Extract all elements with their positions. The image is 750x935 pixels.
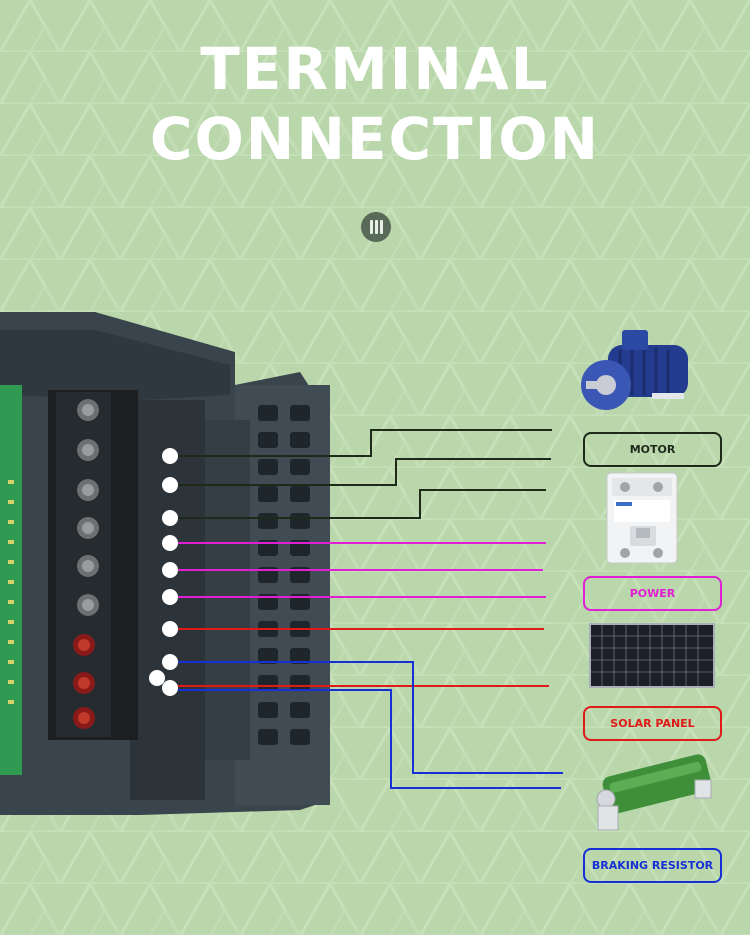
motor-image (581, 330, 688, 410)
power-label: POWER (583, 576, 722, 611)
terminal-dot-w (162, 448, 178, 464)
pause-icon[interactable] (361, 212, 391, 242)
breaker-image (606, 472, 678, 564)
wire-brake-1 (170, 661, 563, 774)
wire-brake-2 (170, 689, 561, 789)
terminal-dot-t (162, 535, 178, 551)
terminal-dot-plus (162, 621, 178, 637)
inverter-device (0, 312, 330, 815)
solar-panel-label: SOLAR PANEL (583, 706, 722, 741)
motor-label: MOTOR (583, 432, 722, 467)
terminal-dot-v (162, 477, 178, 493)
page-title-line-1: TERMINAL (200, 35, 550, 103)
braking-resistor-image (596, 754, 712, 831)
terminal-dot-r (162, 589, 178, 605)
page-title-line-2: CONNECTION (149, 105, 601, 173)
terminal-dot-pb-a (149, 670, 165, 686)
wire-motor-w (170, 429, 552, 457)
wire-motor-u (170, 489, 546, 519)
braking-resistor-label: BRAKING RESISTOR (583, 848, 722, 883)
terminal-dot-minus (162, 654, 178, 670)
terminal-dot-s (162, 562, 178, 578)
solar-panel-image (589, 623, 715, 688)
terminal-dot-u (162, 510, 178, 526)
terminal-dot-pb (162, 680, 178, 696)
wire-motor-v (170, 458, 551, 486)
